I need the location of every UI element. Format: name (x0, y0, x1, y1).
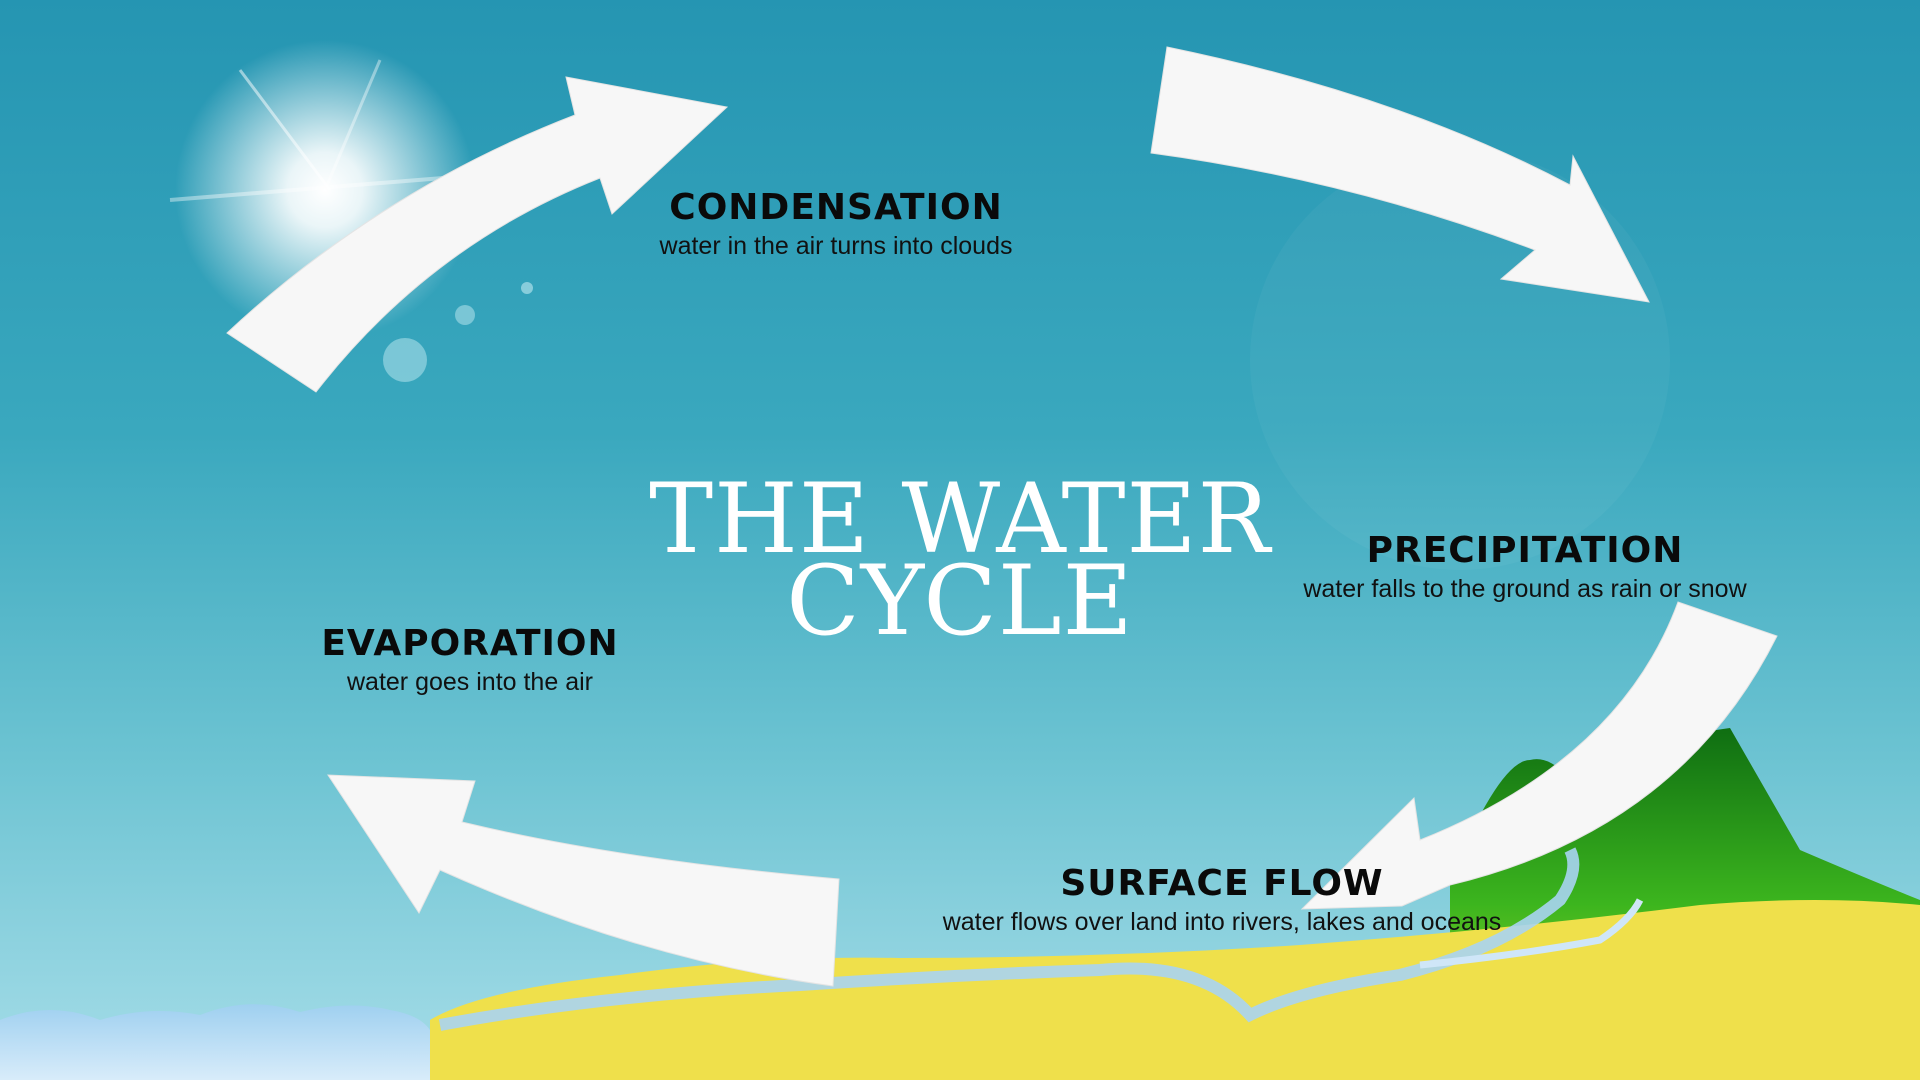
step-evaporation: EVAPORATION water goes into the air (321, 623, 618, 699)
title-line-1: THE WATER (649, 463, 1271, 575)
arrow-surface-flow-to-evaporation (327, 774, 840, 987)
step-precipitation: PRECIPITATION water falls to the ground … (1303, 530, 1746, 606)
step-surface-flow: SURFACE FLOW water flows over land into … (943, 863, 1502, 939)
title-line-2: CYCLE (786, 545, 1134, 657)
step-heading: SURFACE FLOW (1060, 863, 1384, 904)
step-heading: PRECIPITATION (1366, 530, 1684, 571)
step-description: water goes into the air (347, 668, 593, 696)
arrow-evaporation-to-condensation (226, 76, 729, 393)
arrow-precipitation-to-surface-flow (1300, 601, 1778, 910)
river (438, 847, 1580, 1031)
arrow-condensation-to-precipitation (1150, 46, 1650, 303)
land (430, 900, 1920, 1080)
sea (0, 1004, 430, 1080)
page-title: THE WATER CYCLE (649, 463, 1271, 657)
step-heading: CONDENSATION (669, 187, 1003, 228)
river-branch (1419, 898, 1644, 969)
step-description: water flows over land into rivers, lakes… (942, 908, 1502, 936)
step-description: water in the air turns into clouds (659, 232, 1013, 260)
step-description: water falls to the ground as rain or sno… (1303, 575, 1747, 603)
step-condensation: CONDENSATION water in the air turns into… (660, 187, 1013, 263)
step-heading: EVAPORATION (321, 623, 619, 664)
